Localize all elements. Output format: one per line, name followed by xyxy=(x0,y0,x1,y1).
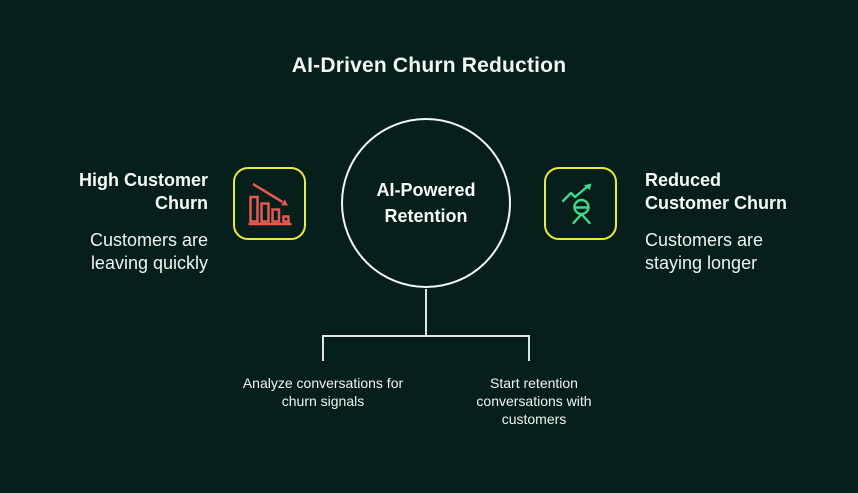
left-node-description: Customers are leaving quickly xyxy=(89,230,208,273)
connector-drop-left xyxy=(322,335,324,361)
declining-bar-chart-icon xyxy=(246,180,294,228)
left-node-heading: High Customer Churn xyxy=(78,170,208,213)
right-node-heading: Reduced Customer Churn xyxy=(645,170,788,213)
high-churn-card xyxy=(233,167,306,240)
branch-label-retention: Start retention conversations with custo… xyxy=(476,375,592,427)
center-node-label: AI-Powered Retention xyxy=(376,180,476,226)
connector-horizontal xyxy=(322,335,530,337)
right-node-text: Reduced Customer Churn Customers are sta… xyxy=(645,169,810,275)
center-node: AI-Powered Retention xyxy=(341,118,511,288)
right-node-description: Customers are staying longer xyxy=(645,230,764,273)
reduced-churn-card xyxy=(544,167,617,240)
page-title: AI-Driven Churn Reduction xyxy=(291,54,567,77)
connector-stem xyxy=(425,289,427,336)
left-node-text: High Customer Churn Customers are leavin… xyxy=(58,169,208,275)
connector-drop-right xyxy=(528,335,530,361)
person-rising-trend-icon xyxy=(557,180,605,228)
branch-label-analyze: Analyze conversations for churn signals xyxy=(242,375,404,409)
